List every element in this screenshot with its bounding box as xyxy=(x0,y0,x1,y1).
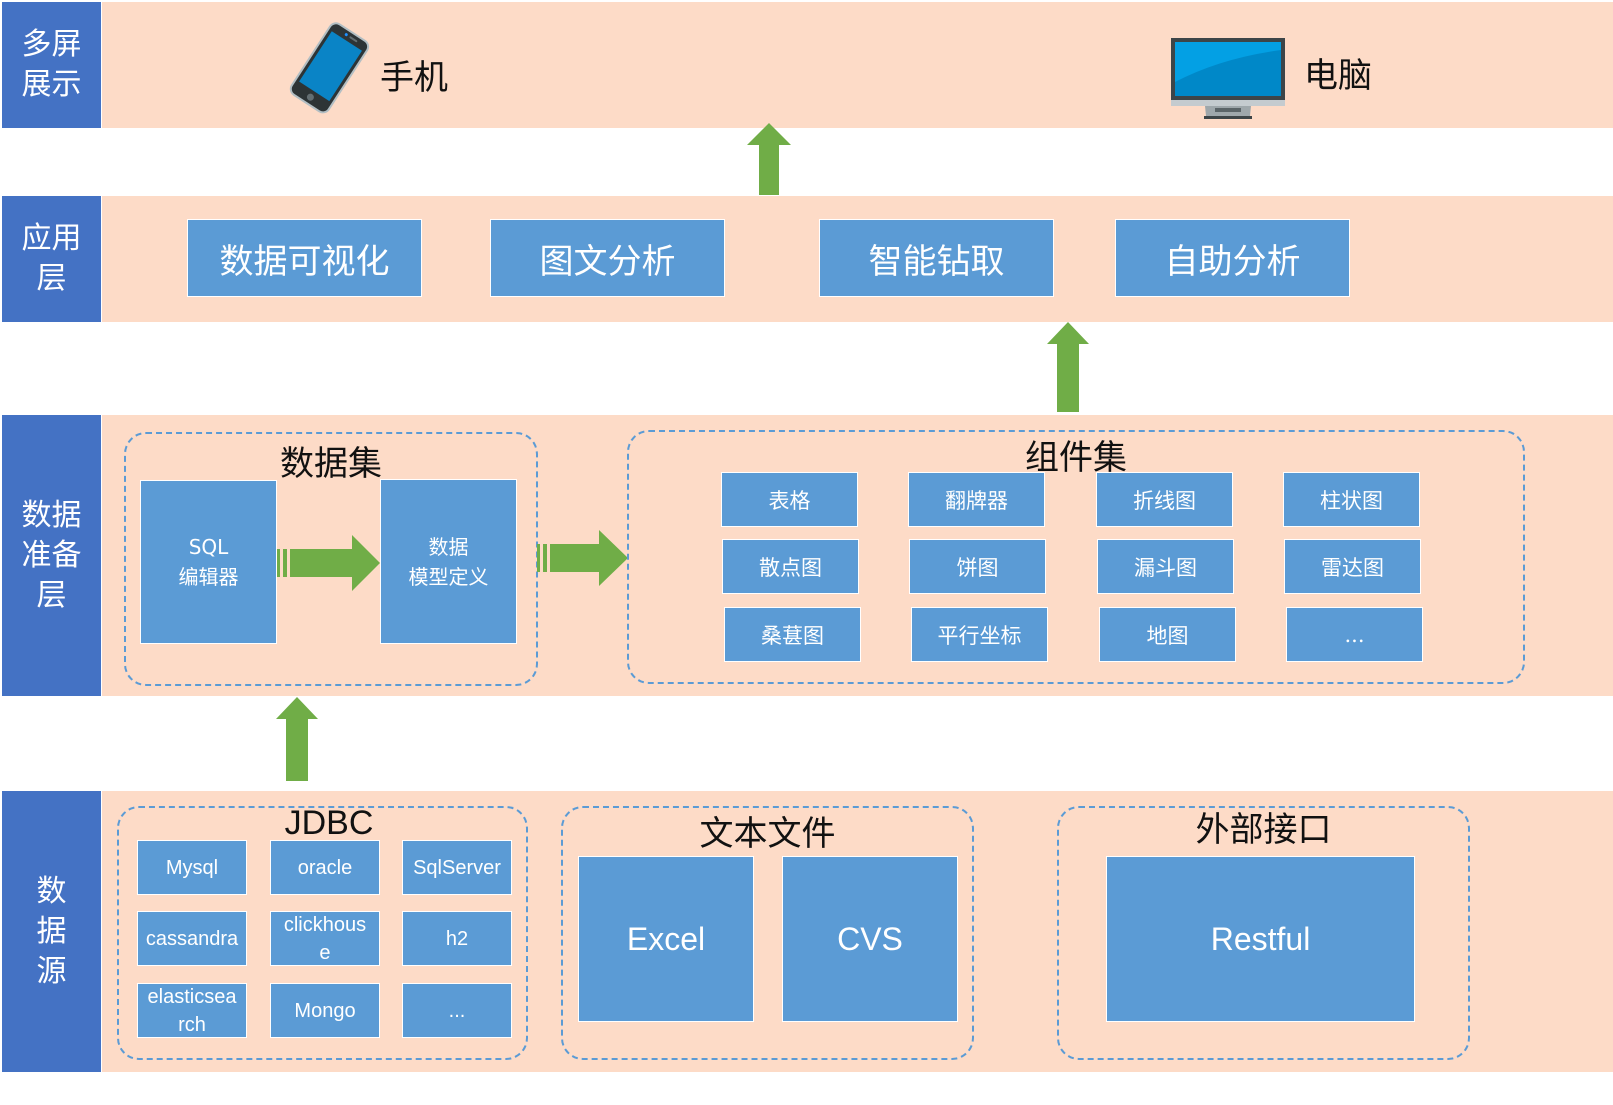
component-item[interactable]: 折线图 xyxy=(1096,472,1233,527)
layer-label-data-prep: 数据 准备 层 xyxy=(2,415,101,696)
jdbc-group xyxy=(117,806,528,1060)
app-item-self-service-analysis[interactable]: 自助分析 xyxy=(1115,219,1350,297)
component-item[interactable]: 漏斗图 xyxy=(1097,539,1234,594)
jdbc-source-label: h2 xyxy=(446,925,468,953)
up-arrow-icon xyxy=(1047,322,1089,416)
text-files-group xyxy=(561,806,974,1060)
device-label-phone: 手机 xyxy=(380,58,448,98)
component-group xyxy=(627,430,1525,684)
layer-label-line: 多屏 xyxy=(21,27,82,62)
data-model-line: 模型定义 xyxy=(408,564,489,589)
jdbc-source-label: oracle xyxy=(298,854,352,882)
layer-label-line: 层 xyxy=(36,261,67,296)
layer-label-line: 数据 xyxy=(21,497,82,533)
jdbc-source-item[interactable]: oracle xyxy=(270,840,380,895)
jdbc-source-item[interactable]: cassandra xyxy=(137,911,247,966)
jdbc-source-item[interactable]: h2 xyxy=(402,911,512,966)
component-item[interactable]: 桑葚图 xyxy=(724,607,861,662)
jdbc-source-item[interactable]: SqlServer xyxy=(402,840,512,895)
jdbc-source-item[interactable]: clickhous e xyxy=(270,911,380,966)
layer-label-line: 应用 xyxy=(21,221,82,256)
device-label-pc: 电脑 xyxy=(1304,56,1372,96)
layer-label-line: 层 xyxy=(36,577,67,613)
source-restful[interactable]: Restful xyxy=(1106,856,1415,1022)
layer-label-line: 源 xyxy=(36,953,67,989)
jdbc-source-label: Mongo xyxy=(294,997,355,1025)
jdbc-source-label: SqlServer xyxy=(413,854,501,882)
jdbc-source-label-line: SqlServer xyxy=(413,856,501,879)
app-item-graphic-analysis[interactable]: 图文分析 xyxy=(490,219,725,297)
jdbc-source-label: Mysql xyxy=(166,854,218,882)
jdbc-source-label-line: h2 xyxy=(445,927,469,950)
component-item[interactable]: 地图 xyxy=(1099,607,1236,662)
right-arrow-icon xyxy=(537,530,629,590)
app-item-smart-drilldown[interactable]: 智能钻取 xyxy=(819,219,1054,297)
component-item[interactable]: 柱状图 xyxy=(1283,472,1420,527)
source-excel[interactable]: Excel xyxy=(578,856,754,1022)
component-item[interactable]: ... xyxy=(1286,607,1423,662)
dataset-title: 数据集 xyxy=(280,444,382,484)
sql-editor-line: SQL xyxy=(188,535,229,559)
jdbc-source-label-line: ... xyxy=(448,999,466,1022)
jdbc-source-item[interactable]: elasticsea rch xyxy=(137,983,247,1038)
layer-label-line: 准备 xyxy=(21,537,82,573)
jdbc-source-label: clickhous e xyxy=(284,911,366,967)
text-files-title: 文本文件 xyxy=(699,814,836,854)
jdbc-source-label-line: rch xyxy=(178,1013,206,1036)
app-item-data-visualization[interactable]: 数据可视化 xyxy=(187,219,422,297)
component-item[interactable]: 雷达图 xyxy=(1284,539,1421,594)
right-arrow-icon xyxy=(277,535,381,595)
jdbc-title: JDBC xyxy=(284,804,374,842)
external-api-group xyxy=(1057,806,1470,1060)
jdbc-source-label: elasticsea rch xyxy=(148,983,237,1039)
jdbc-source-item[interactable]: Mysql xyxy=(137,840,247,895)
jdbc-source-label-line: oracle xyxy=(297,856,353,879)
jdbc-source-item[interactable]: Mongo xyxy=(270,983,380,1038)
data-model-definition-box[interactable]: 数据 模型定义 xyxy=(380,479,517,644)
layer-label-data-source: 数 据 源 xyxy=(2,791,101,1072)
layer-label-line: 据 xyxy=(36,913,67,949)
component-item[interactable]: 平行坐标 xyxy=(911,607,1048,662)
layer-label-line: 数 xyxy=(36,873,67,909)
component-item[interactable]: 散点图 xyxy=(722,539,859,594)
layer-label-line: 展示 xyxy=(21,67,82,102)
up-arrow-icon xyxy=(276,697,318,785)
source-cvs[interactable]: CVS xyxy=(782,856,958,1022)
layer-label-application: 应用 层 xyxy=(2,196,101,322)
layer-band-display: 手机 电脑 xyxy=(102,2,1613,128)
component-item[interactable]: 表格 xyxy=(721,472,858,527)
up-arrow-icon xyxy=(747,123,791,199)
monitor-icon xyxy=(1171,38,1285,120)
component-item[interactable]: 翻牌器 xyxy=(908,472,1045,527)
jdbc-source-item[interactable]: ... xyxy=(402,983,512,1038)
jdbc-source-label: cassandra xyxy=(146,925,238,953)
component-item[interactable]: 饼图 xyxy=(909,539,1046,594)
jdbc-source-label-line: Mongo xyxy=(294,999,356,1022)
jdbc-source-label: ... xyxy=(449,997,466,1025)
jdbc-source-label-line: cassandra xyxy=(145,927,239,950)
component-title: 组件集 xyxy=(1025,438,1127,478)
data-model-line: 数据 xyxy=(428,534,469,559)
jdbc-source-label-line: clickhous xyxy=(283,913,367,936)
smartphone-icon xyxy=(278,20,382,114)
layer-label-display: 多屏 展示 xyxy=(2,2,101,128)
jdbc-source-label-line: elasticsea xyxy=(147,985,237,1008)
sql-editor-box[interactable]: SQL 编辑器 xyxy=(140,480,277,644)
sql-editor-line: 编辑器 xyxy=(178,565,239,589)
external-api-title: 外部接口 xyxy=(1195,810,1332,850)
jdbc-source-label-line: Mysql xyxy=(165,856,219,879)
jdbc-source-label-line: e xyxy=(319,941,331,964)
